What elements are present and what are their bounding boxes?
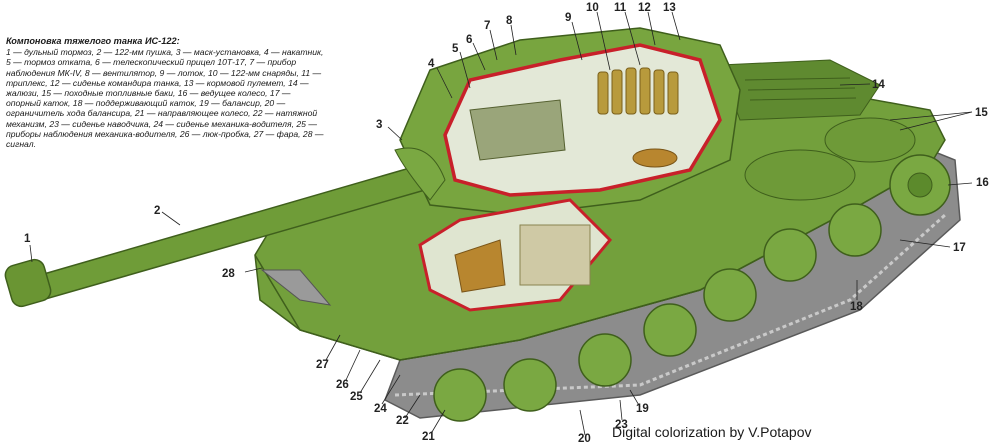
callout-27: 27 xyxy=(316,359,329,371)
leader-lines xyxy=(29,11,973,436)
callout-19: 19 xyxy=(636,403,649,415)
legend-title: Компоновка тяжелого танка ИС-122: xyxy=(6,36,180,46)
callout-9: 9 xyxy=(565,12,571,24)
callout-6: 6 xyxy=(466,34,472,46)
callout-5: 5 xyxy=(452,43,459,55)
legend: Компоновка тяжелого танка ИС-122: 1 — ду… xyxy=(6,36,324,149)
callout-24: 24 xyxy=(374,403,387,415)
callout-18: 18 xyxy=(850,301,863,313)
callout-12: 12 xyxy=(638,2,651,14)
callout-7: 7 xyxy=(484,20,490,32)
hull xyxy=(254,59,946,361)
callout-3: 3 xyxy=(376,119,382,131)
road-wheels xyxy=(433,154,951,422)
callout-14: 14 xyxy=(872,79,885,91)
legend-text: 1 — дульный тормоз, 2 — 122-мм пушка, 3 … xyxy=(6,47,324,150)
callout-21: 21 xyxy=(422,431,435,443)
callout-17: 17 xyxy=(953,242,966,254)
callout-16: 16 xyxy=(976,177,989,189)
callout-15: 15 xyxy=(975,107,988,119)
shells xyxy=(597,67,679,115)
driver-compartment xyxy=(418,198,613,312)
callout-4: 4 xyxy=(428,58,435,70)
callout-25: 25 xyxy=(350,391,363,403)
callout-23: 23 xyxy=(615,419,628,431)
callout-22: 22 xyxy=(396,415,409,427)
callouts: 1 2 3 4 5 6 7 8 9 10 11 12 13 14 15 16 1… xyxy=(24,2,989,444)
callout-28: 28 xyxy=(222,268,235,280)
colorization-credit: Digital colorization by V.Potapov xyxy=(612,424,812,440)
gun-barrel xyxy=(4,147,446,308)
callout-1: 1 xyxy=(24,233,31,245)
callout-26: 26 xyxy=(336,379,349,391)
callout-8: 8 xyxy=(506,15,513,27)
turret xyxy=(399,27,741,216)
callout-11: 11 xyxy=(614,2,627,14)
callout-20: 20 xyxy=(578,433,591,444)
callout-13: 13 xyxy=(663,2,676,14)
callout-2: 2 xyxy=(154,205,160,217)
callout-10: 10 xyxy=(586,2,599,14)
